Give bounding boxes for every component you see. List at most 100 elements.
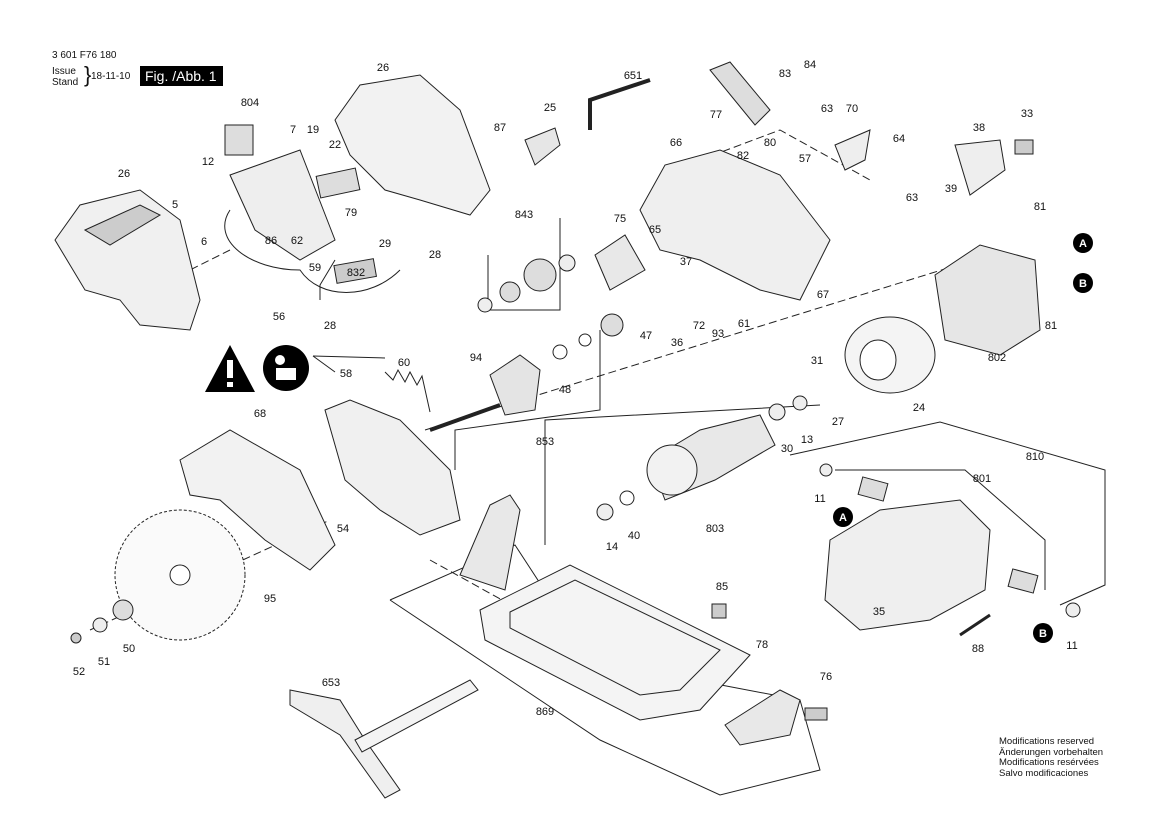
ring-part (552, 344, 568, 360)
part-label: 29 (379, 238, 391, 250)
spring-part (384, 368, 431, 413)
wire-harness (224, 209, 401, 293)
part-label: 26 (377, 62, 389, 74)
part-label: 62 (291, 235, 303, 247)
part-label: 80 (764, 137, 776, 149)
modifications-notice: Modifications reserved Änderungen vorbeh… (999, 736, 1104, 779)
part-label: 65 (649, 224, 661, 236)
clamp-bracket-part (954, 139, 1006, 196)
part-label: 84 (804, 59, 816, 71)
part-label: 52 (73, 666, 85, 678)
svg-text:B: B (1079, 278, 1087, 290)
part-label: 93 (712, 328, 724, 340)
warning-icon (205, 345, 255, 392)
part-label: 94 (470, 352, 482, 364)
part-label: 76 (820, 671, 832, 683)
assembly-line-803 (544, 404, 821, 545)
leader-line (312, 355, 386, 359)
brush-holder-part-b (1007, 568, 1039, 594)
part-label: 28 (324, 320, 336, 332)
part-label: 22 (329, 139, 341, 151)
label-plate-part (315, 167, 361, 199)
rear-handle-grip (83, 204, 162, 246)
part-label: 40 (628, 530, 640, 542)
part-label: 87 (494, 122, 506, 134)
part-label: 48 (559, 384, 571, 396)
part-label: 12 (202, 156, 214, 168)
part-label: 653 (322, 677, 340, 689)
part-number-labels: 26 804 7 19 22 12 26 5 6 86 62 79 87 25 … (73, 59, 1078, 718)
part-label: 95 (264, 593, 276, 605)
spindle-part (429, 403, 501, 432)
svg-text:A: A (1079, 238, 1087, 250)
part-label: 82 (737, 150, 749, 162)
part-label: 47 (640, 330, 652, 342)
clip-part (1014, 139, 1034, 155)
part-label: 7 (290, 124, 296, 136)
part-label: 38 (973, 122, 985, 134)
stand-label: Stand (52, 77, 79, 88)
part-label: 57 (799, 153, 811, 165)
bearing-part (558, 254, 576, 272)
part-label: 79 (345, 207, 357, 219)
part-label: 25 (544, 102, 556, 114)
motor-housing-opening (859, 339, 897, 381)
issue-date: 18-11-10 (91, 71, 131, 82)
assembly-line-801 (835, 469, 1046, 590)
part-label: 88 (972, 643, 984, 655)
bracket-part (834, 129, 871, 171)
assembly-line-810 (789, 421, 1106, 606)
rear-handle-part (54, 189, 201, 331)
part-label: 24 (913, 402, 925, 414)
bolt-part (70, 632, 82, 644)
blade-guard-part (179, 429, 336, 571)
notice-line-en: Modifications reserved (999, 736, 1095, 747)
part-label: 64 (893, 133, 905, 145)
handle-housing-part (334, 74, 491, 216)
part-label: 86 (265, 235, 277, 247)
part-label: 50 (123, 643, 135, 655)
part-label: 33 (1021, 108, 1033, 120)
field-coil-part (934, 244, 1041, 356)
lower-guard-part (324, 399, 461, 536)
brush-holder-part (857, 476, 889, 502)
part-label: 37 (680, 256, 692, 268)
part-label: 11 (814, 493, 825, 505)
notice-line-de: Änderungen vorbehalten (999, 746, 1104, 758)
part-label: 13 (801, 434, 813, 446)
svg-text:A: A (839, 512, 847, 524)
part-label: 63 (821, 103, 833, 115)
part-label: 6 (201, 236, 207, 248)
part-label: 801 (973, 473, 991, 485)
notice-line-fr: Modifications resérvées (999, 757, 1099, 768)
part-label: 70 (846, 103, 858, 115)
part-label: 651 (624, 70, 642, 82)
part-label: 67 (817, 289, 829, 301)
part-label: 83 (779, 68, 791, 80)
flange-part (112, 599, 134, 621)
part-label: 802 (988, 352, 1006, 364)
rear-bracket-part (724, 689, 801, 746)
part-label: 54 (337, 523, 349, 535)
hex-key-part (588, 78, 651, 130)
bearing-part-13 (792, 395, 808, 411)
part-label: 27 (832, 416, 844, 428)
bevel-bracket-part (459, 494, 521, 591)
part-label: 68 (254, 408, 266, 420)
notice-line-es: Salvo modificaciones (999, 767, 1089, 779)
assembly-line-832 (319, 259, 336, 300)
part-label: 869 (536, 706, 554, 718)
part-label: 60 (398, 357, 410, 369)
assembly-line-869 (389, 544, 821, 796)
part-label: 832 (347, 267, 365, 279)
brush-cap-part-b (1065, 602, 1081, 618)
base-plate-inner (509, 579, 721, 696)
gearbox-cover-part (594, 234, 646, 291)
part-label: 26 (118, 168, 130, 180)
reference-marker-a-motor: A (833, 507, 853, 527)
part-label: 19 (307, 124, 319, 136)
part-label: 11 (1066, 640, 1077, 652)
part-label: 63 (906, 192, 918, 204)
bearing-part-14 (596, 503, 614, 521)
